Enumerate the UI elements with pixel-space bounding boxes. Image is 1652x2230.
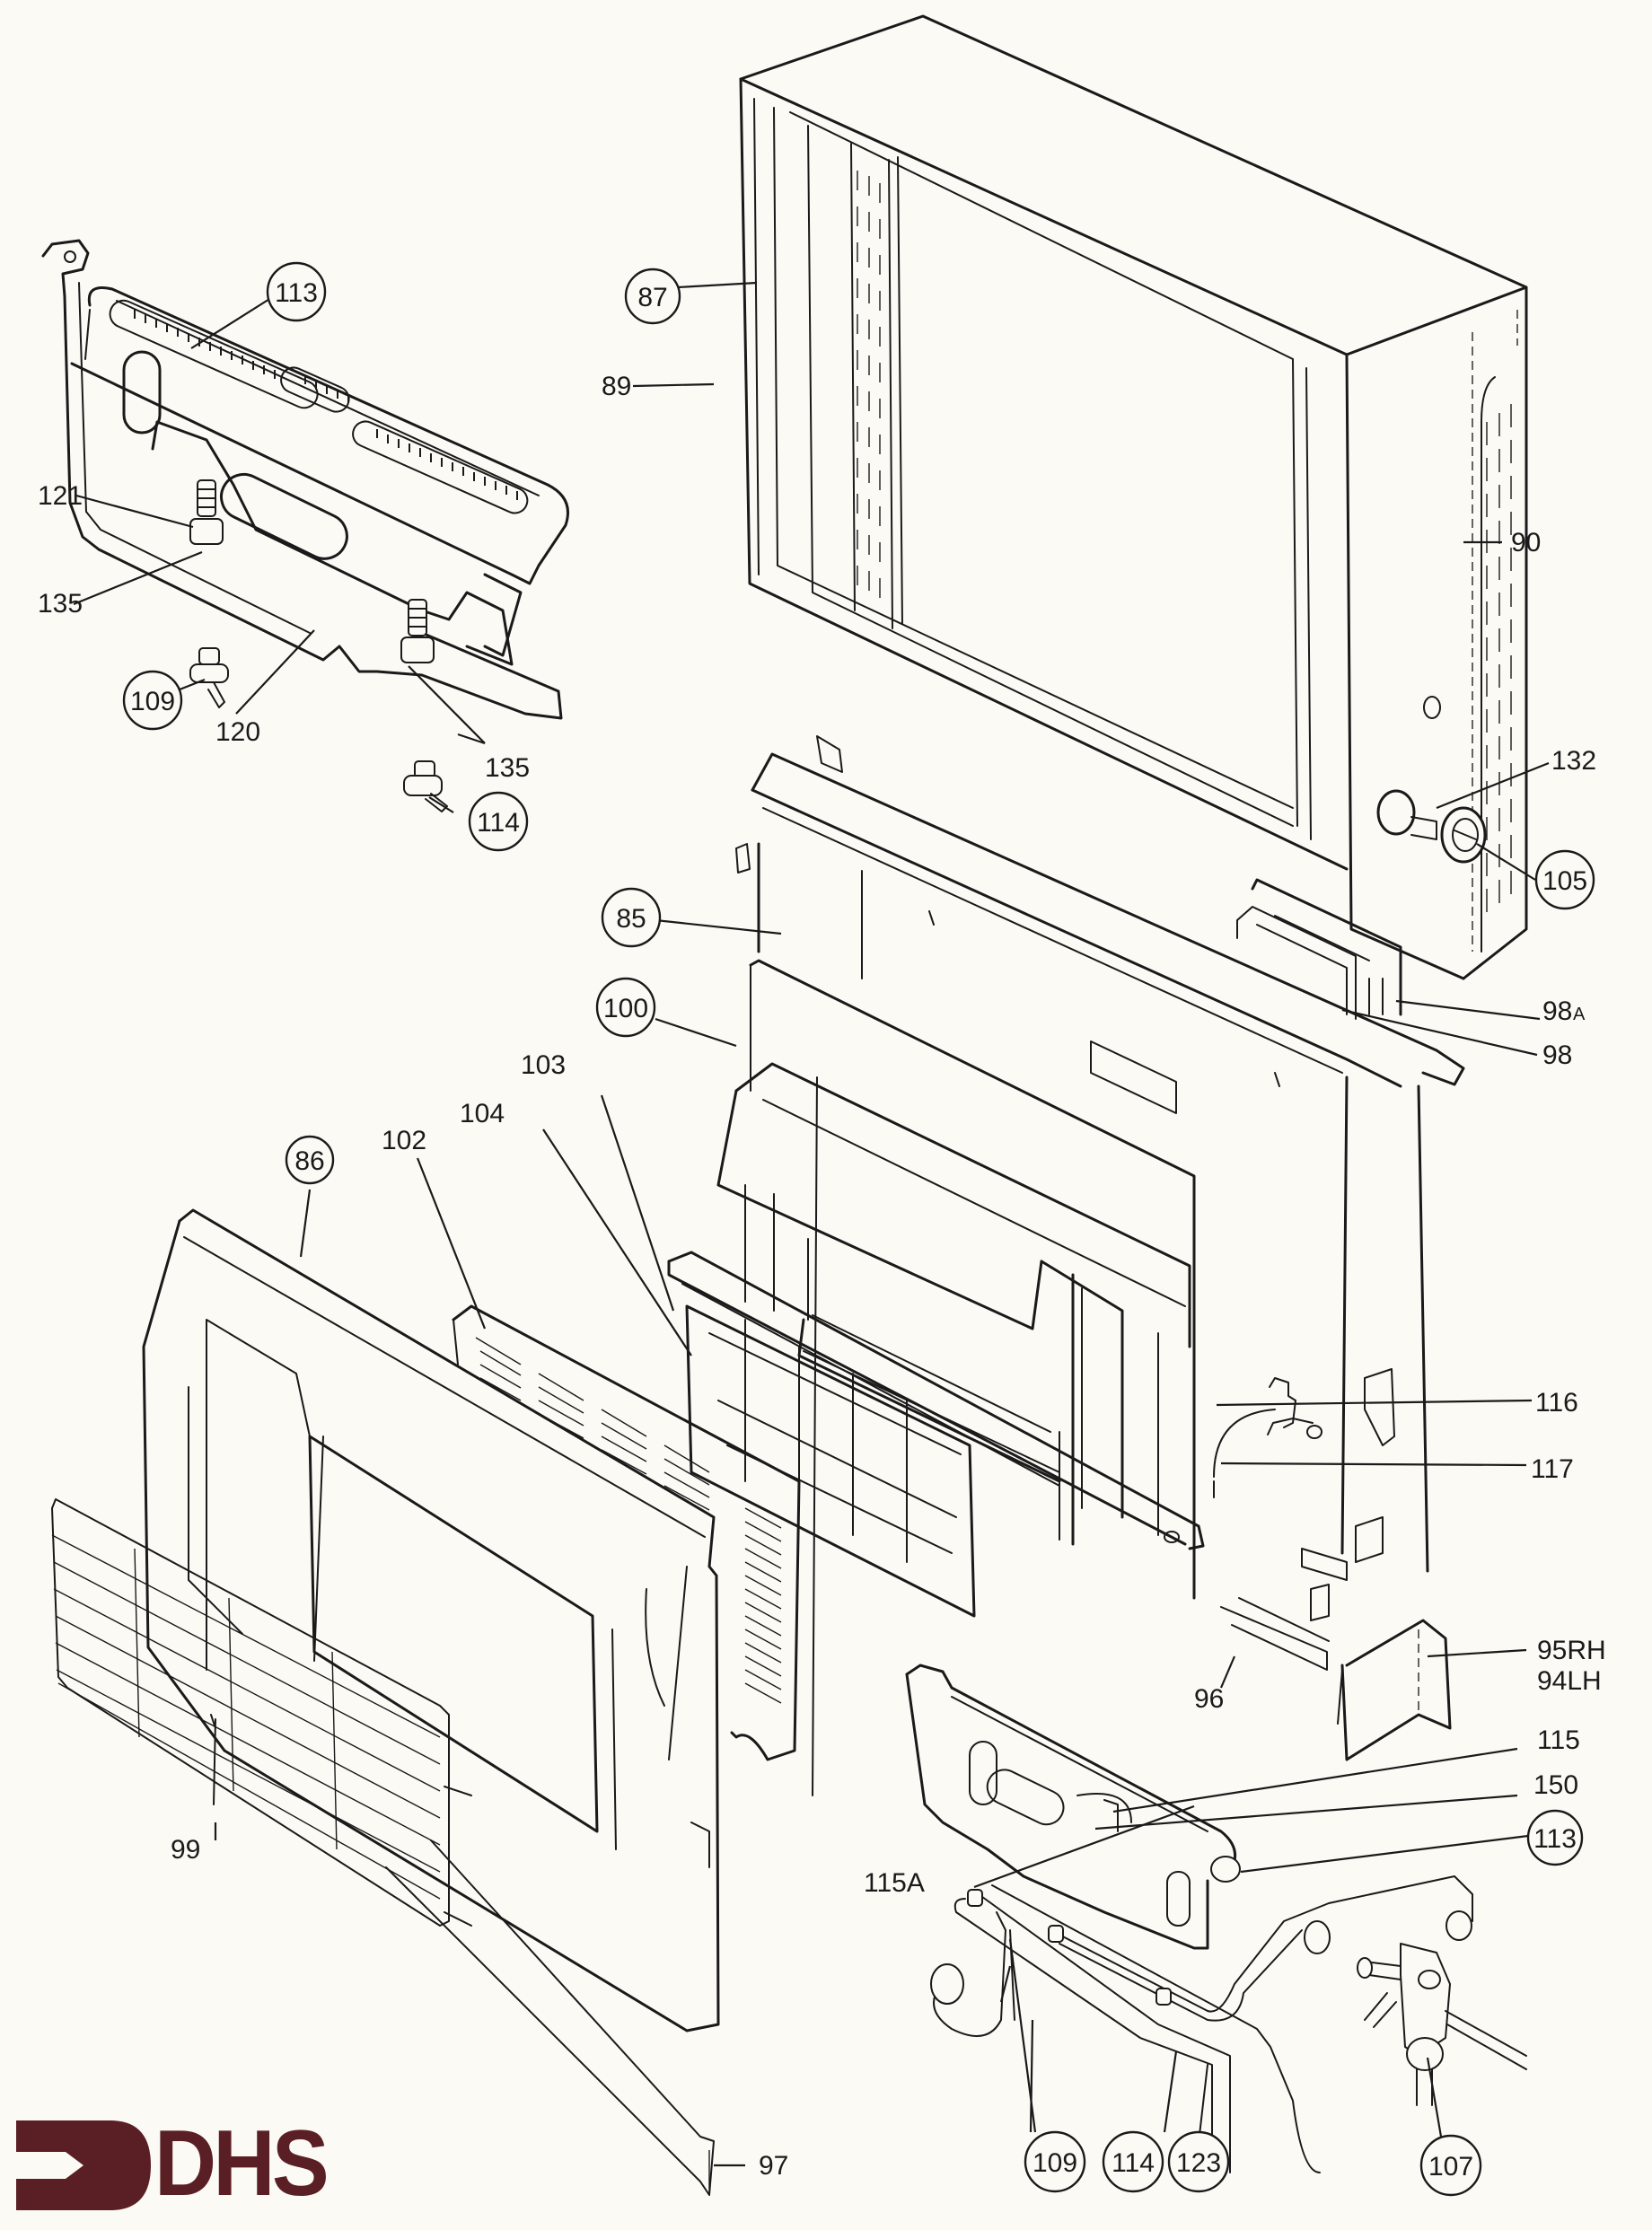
bottom-trim-97 [385,1839,715,2196]
burner-assembly-top [41,239,569,812]
gas-pipe-114 [1050,1875,1473,2022]
callout-98a: 98 A [1542,996,1586,1026]
burner-assembly-bottom [905,1664,1527,2186]
leader-lines [73,281,1550,2167]
callout-label: 114 [477,808,520,838]
callout-115a: 115A [864,1868,925,1898]
callout-150: 150 [1533,1770,1578,1800]
fuel-bed-104 [685,1304,976,1618]
callout-85: 85 [601,887,662,948]
callout-104: 104 [460,1099,505,1128]
callout-120: 120 [215,717,260,747]
control-knob-132 [1376,696,1441,840]
callout-109-top: 109 [122,670,183,731]
burner-stud-121 [189,479,224,545]
callout-114-top: 114 [468,791,529,852]
callout-102: 102 [382,1126,426,1155]
callout-113-bottom: 113 [1526,1809,1584,1866]
brand-logo-text: DHS [154,2111,330,2216]
callout-87: 87 [624,268,681,325]
callout-96: 96 [1194,1684,1224,1714]
fire-back [667,959,1205,1618]
callout-132: 132 [1551,746,1596,776]
callout-label: 123 [1176,2148,1221,2178]
pilot-bracket-116 [1213,1377,1322,1498]
base-rail-96 [1220,1597,1330,1671]
callout-115: 115 [1537,1725,1580,1755]
callout-100: 100 [595,977,656,1038]
callout-99: 99 [171,1835,200,1865]
callout-label: 107 [1428,2152,1473,2182]
foot-95rh-94lh [1337,1619,1452,1761]
callout-109-bottom: 109 [1024,2130,1086,2193]
flue-outlet-98 [1236,878,1402,1020]
burner-stud-120 [400,599,435,663]
callout-label: 109 [1032,2148,1077,2178]
callout-label: 109 [130,687,175,716]
arrow-bracket-logo-icon [16,2120,151,2210]
callout-105: 105 [1534,849,1595,910]
callout-label: 86 [294,1146,324,1176]
callout-107: 107 [1419,2134,1482,2197]
callout-121: 121 [38,481,83,511]
callout-label: 85 [616,904,646,934]
callout-103: 103 [521,1050,566,1080]
callout-label-suffix: A [1573,1005,1586,1024]
control-spindle-105 [1440,806,1487,864]
callout-label: 113 [275,278,318,308]
outer-casing [739,14,1528,980]
callout-label: 100 [603,994,648,1023]
callout-90: 90 [1511,528,1541,558]
firebox-body [735,735,1465,1796]
burner-port-slots [134,310,518,500]
callout-label: 113 [1533,1824,1577,1854]
callout-123: 123 [1167,2130,1230,2193]
callout-label: 114 [1112,2148,1155,2178]
callout-117: 117 [1531,1454,1574,1484]
callout-98: 98 [1542,1040,1572,1070]
callout-95rh: 95RH [1537,1636,1606,1665]
gas-valve-107 [1357,1943,1527,2106]
callout-label: 87 [637,283,667,312]
injector-109-top [189,647,229,708]
callout-94lh: 94LH [1537,1666,1602,1696]
front-frame [142,1208,801,2196]
callout-135-b: 135 [485,753,530,783]
side-louvre-102 [452,1304,801,1761]
callout-135-a: 135 [38,589,83,619]
side-louvre-90 [1481,376,1512,953]
injector-114-top [403,760,448,812]
gas-pipe-109 [930,1911,1015,2037]
fire-guard [51,1498,472,1927]
callout-89: 89 [602,372,631,401]
callout-114-bottom: 114 [1102,2130,1164,2193]
callout-116: 116 [1535,1388,1578,1418]
callout-86: 86 [285,1135,335,1185]
callout-label: 98 [1542,996,1572,1026]
callout-97: 97 [759,2151,788,2181]
callout-113-top: 113 [266,261,327,322]
callout-label: 105 [1542,866,1587,896]
side-grille-89 [850,143,893,629]
